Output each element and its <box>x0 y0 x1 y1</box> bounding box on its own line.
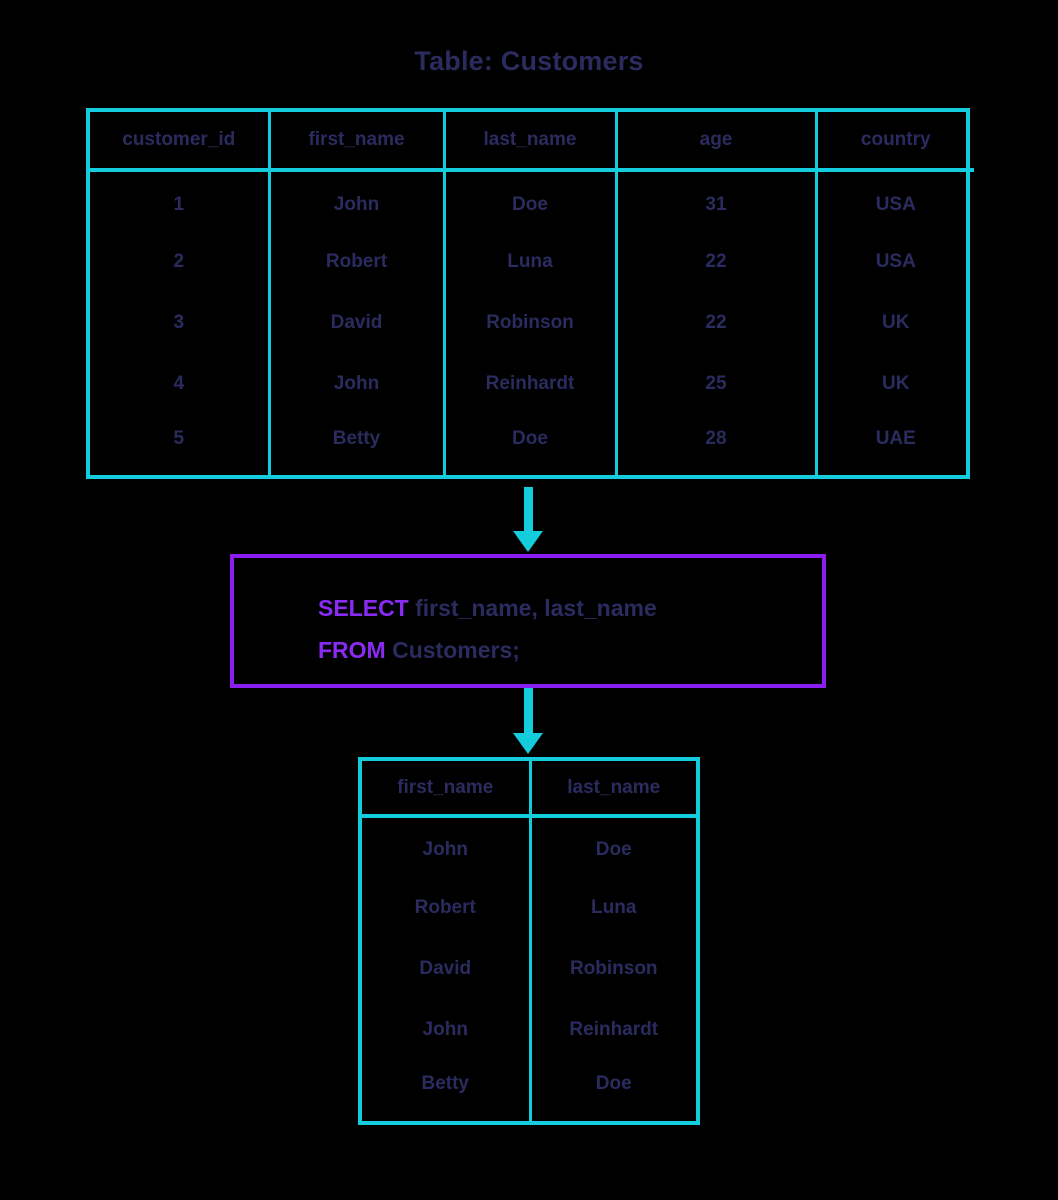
cell-customer-id: 4 <box>90 353 271 414</box>
cell-country: UK <box>882 372 910 394</box>
cell-age: 25 <box>616 353 818 414</box>
table-row: John Doe <box>362 816 696 877</box>
result-table-header-row: first_name last_name <box>362 761 696 818</box>
cell-last-name: Luna <box>591 896 637 918</box>
cell-age: 22 <box>616 231 818 292</box>
cell-country: UK <box>882 311 910 333</box>
table-row: David Robinson <box>362 938 696 999</box>
sql-keyword-select: SELECT <box>318 595 409 621</box>
table-row: 1 John Doe 31 USA <box>90 170 974 231</box>
result-column-header-first-name: first_name <box>362 761 532 818</box>
arrow-shaft <box>524 487 533 533</box>
cell-customer-id: 1 <box>90 170 271 231</box>
cell-last-name: Reinhardt <box>444 353 618 414</box>
arrow-query-to-result-icon <box>513 688 543 756</box>
cell-customer-id: 3 <box>90 292 271 353</box>
query-line-select: SELECT first_name, last_name <box>318 587 822 629</box>
source-table: customer_id first_name last_name age cou… <box>86 108 974 479</box>
table-row: Betty Doe <box>362 1060 696 1121</box>
cell-customer-id: 5 <box>90 414 271 475</box>
cell-first-name: John <box>269 353 446 414</box>
source-column-header-customer-id: customer_id <box>90 112 271 172</box>
cell-first-name: John <box>362 999 532 1060</box>
cell-last-name: Doe <box>595 839 632 860</box>
cell-last-name: Doe <box>444 414 618 475</box>
source-table-header-row: customer_id first_name last_name age cou… <box>90 112 974 172</box>
cell-last-name: Luna <box>444 231 618 292</box>
cell-age: 22 <box>616 292 818 353</box>
sql-table-name: Customers; <box>392 637 520 663</box>
result-column-header-last-name: last_name <box>530 761 696 818</box>
query-line-from: FROM Customers; <box>318 629 822 671</box>
page-title: Table: Customers <box>414 46 644 76</box>
sql-keyword-from: FROM <box>318 637 386 663</box>
source-column-header-age: age <box>616 112 818 172</box>
source-column-header-first-name: first_name <box>269 112 446 172</box>
table-row: 2 Robert Luna 22 USA <box>90 231 974 292</box>
cell-last-name: Doe <box>595 1073 632 1094</box>
cell-last-name: Robinson <box>444 292 618 353</box>
cell-first-name: Robert <box>362 877 532 938</box>
cell-country: USA <box>875 250 916 272</box>
arrow-head <box>513 733 543 754</box>
sql-query-box: SELECT first_name, last_name FROM Custom… <box>230 554 826 688</box>
cell-first-name: Robert <box>269 231 446 292</box>
table-row: 3 David Robinson 22 UK <box>90 292 974 353</box>
cell-age: 31 <box>616 170 818 231</box>
cell-first-name: David <box>269 292 446 353</box>
source-column-header-last-name: last_name <box>444 112 618 172</box>
cell-country: UAE <box>875 428 916 449</box>
cell-first-name: Betty <box>269 414 446 475</box>
cell-age: 28 <box>616 414 818 475</box>
sql-columns-list: first_name, last_name <box>415 595 657 621</box>
cell-first-name: David <box>362 938 532 999</box>
table-row: 5 Betty Doe 28 UAE <box>90 414 974 475</box>
table-row: John Reinhardt <box>362 999 696 1060</box>
table-row: 4 John Reinhardt 25 UK <box>90 353 974 414</box>
cell-first-name: Betty <box>362 1060 532 1121</box>
cell-last-name: Doe <box>444 170 618 231</box>
result-table-grid: first_name last_name John Doe Robert Lun… <box>362 761 696 1121</box>
arrow-shaft <box>524 688 533 735</box>
table-row: Robert Luna <box>362 877 696 938</box>
arrow-table-to-query-icon <box>513 487 543 553</box>
source-column-header-country: country <box>816 112 974 172</box>
cell-country: USA <box>875 194 916 215</box>
result-table: first_name last_name John Doe Robert Lun… <box>358 757 700 1125</box>
cell-last-name: Reinhardt <box>569 1018 659 1040</box>
arrow-head <box>513 531 543 552</box>
cell-customer-id: 2 <box>90 231 271 292</box>
cell-first-name: John <box>362 816 532 877</box>
cell-first-name: John <box>269 170 446 231</box>
cell-last-name: Robinson <box>569 957 658 979</box>
source-table-grid: customer_id first_name last_name age cou… <box>90 112 974 475</box>
